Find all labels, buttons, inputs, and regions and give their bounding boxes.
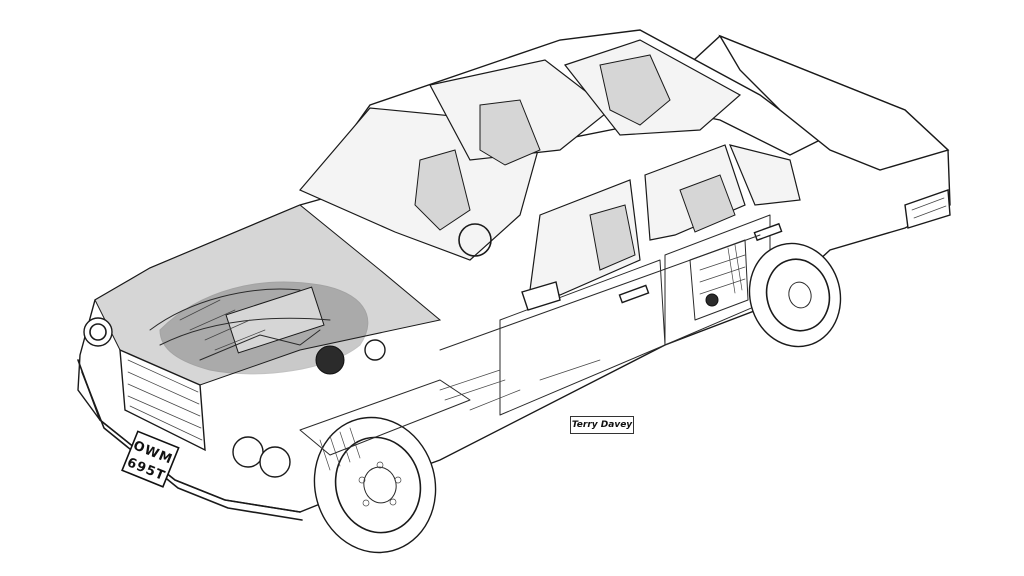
rear-suspension: [689, 239, 749, 321]
front-wheel: [313, 416, 437, 554]
door-mirror: [521, 281, 561, 311]
radiator-grille: [119, 348, 206, 452]
front-door-handle: [618, 284, 650, 304]
rear-lamp: [904, 189, 951, 229]
rear-wheel: [748, 242, 842, 348]
engine-bay: [149, 281, 386, 375]
interior-seats: [414, 54, 736, 271]
front-end: [77, 317, 303, 521]
artist-signature: Terry Davey: [570, 416, 634, 434]
right-headlamp-outer: [259, 446, 291, 478]
number-plate: OWM 695T: [121, 430, 180, 488]
right-headlamp-inner: [232, 436, 264, 468]
left-headlamp: [83, 317, 113, 347]
quarter-window: [728, 144, 801, 206]
front-suspension: [299, 369, 506, 471]
